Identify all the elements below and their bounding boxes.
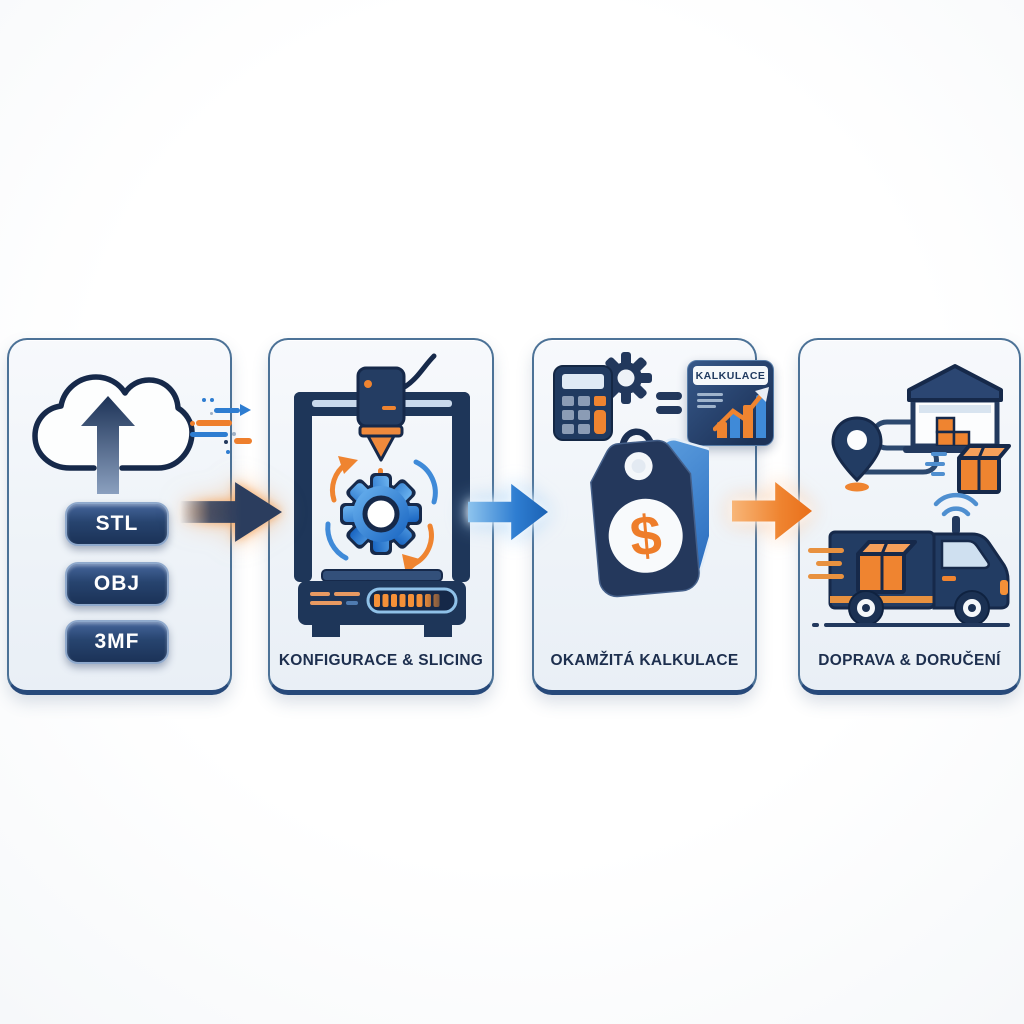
dollar-icon: $: [627, 503, 664, 568]
location-pin-icon: [831, 416, 883, 492]
progress-bar: [366, 587, 458, 614]
package-icon: [957, 444, 1011, 494]
trend-arrow-icon: [713, 387, 769, 432]
equals-icon: [656, 392, 682, 414]
wheel-icon: [848, 590, 884, 626]
price-tag-icon: $: [590, 428, 709, 598]
step-panel-doprava: DOPRAVA & DORUČENÍ: [798, 338, 1021, 695]
gear-icon: [340, 473, 422, 555]
step-label-doprava: DOPRAVA & DORUČENÍ: [818, 652, 1001, 669]
badge-3mf: 3MF: [65, 620, 169, 664]
badge-stl: STL: [65, 502, 169, 546]
kalkulace-card: KALKULACE: [687, 360, 774, 446]
speed-lines: [808, 548, 844, 579]
speed-lines: [925, 452, 947, 476]
calculator-icon: [553, 352, 682, 441]
step-panel-kalkulace: KALKULACE: [532, 338, 774, 695]
rotation-arrows: [325, 456, 438, 574]
step-panel-slicing: KONFIGURACE & SLICING: [268, 338, 494, 695]
step-label-slicing: KONFIGURACE & SLICING: [278, 652, 484, 669]
bar-chart-icon: [717, 395, 766, 438]
flow-arrow-upload-to-slicing: [180, 478, 282, 546]
data-stream-decoration: [188, 392, 268, 462]
kalkulace-card-title: KALKULACE: [693, 366, 768, 385]
logistics-route-icon: [831, 364, 1011, 494]
flow-arrow-kalkulace-to-doprava: [732, 478, 812, 544]
signal-icon: [933, 492, 979, 517]
delivery-truck-icon: [808, 492, 1010, 627]
warehouse-icon: [903, 364, 1005, 453]
cloud-upload-icon: [32, 374, 195, 494]
gear-icon: [600, 352, 652, 404]
step-label-kalkulace: OKAMŽITÁ KALKULACE: [550, 652, 739, 669]
package-icon: [856, 540, 917, 594]
badge-obj: OBJ: [65, 562, 169, 606]
flow-arrow-slicing-to-kalkulace: [468, 480, 548, 544]
printer-icon: [294, 353, 470, 637]
wheel-icon: [954, 590, 990, 626]
